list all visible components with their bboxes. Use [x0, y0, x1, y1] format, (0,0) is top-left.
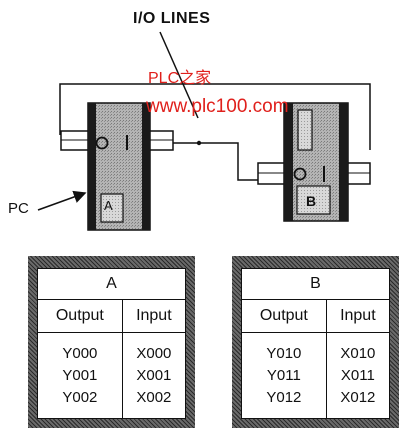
- network-diagram: [37, 31, 371, 231]
- table-b-output-header: Output: [241, 299, 327, 333]
- table-b-input-cell: X011: [340, 366, 375, 384]
- module-a-switch-off-icon: [95, 136, 109, 150]
- table-a-output-cell: Y001: [62, 366, 98, 384]
- module-a: [87, 102, 151, 231]
- table-a-input-cell: X002: [136, 388, 172, 406]
- table-a-title: A: [37, 268, 186, 300]
- table-a-output-cell: Y002: [62, 388, 98, 406]
- watermark-name: PLC之家: [148, 70, 212, 87]
- table-a-output-cell: Y000: [62, 344, 98, 362]
- pc-pointer: [37, 190, 87, 211]
- table-a-inputs: X000 X001 X002: [121, 332, 187, 419]
- table-b-outputs: Y010 Y011 Y012: [241, 332, 327, 419]
- module-a-label: A: [104, 198, 113, 213]
- pc-label: PC: [8, 200, 29, 217]
- table-a-output-header: Output: [37, 299, 123, 333]
- table-b-inputs: X010 X011 X012: [325, 332, 391, 419]
- table-b-title: B: [241, 268, 390, 300]
- table-a-input-header: Input: [121, 299, 187, 333]
- module-b-label: B: [306, 193, 317, 209]
- table-a-frame: A Output Input Y000 Y001 Y002 X000 X001 …: [28, 256, 195, 428]
- table-b-output-cell: Y010: [266, 344, 302, 362]
- table-a-input-cell: X001: [136, 366, 172, 384]
- table-a-outputs: Y000 Y001 Y002: [37, 332, 123, 419]
- io-lines-label: I/O LINES: [133, 10, 211, 27]
- watermark-url: www.plc100.com: [146, 96, 289, 117]
- io-line-top: [59, 83, 371, 150]
- io-line-junction: [196, 140, 202, 146]
- io-line-middle: [150, 142, 262, 181]
- table-b-output-cell: Y011: [266, 366, 301, 384]
- table-b-input-cell: X012: [340, 388, 376, 406]
- module-b-switch-off-icon: [293, 167, 307, 181]
- table-b: B Output Input Y010 Y011 Y012 X010 X011 …: [241, 268, 391, 419]
- table-b-input-header: Input: [325, 299, 391, 333]
- table-a-input-cell: X000: [136, 344, 172, 362]
- table-b-output-cell: Y012: [266, 388, 302, 406]
- module-b: [283, 102, 349, 222]
- table-b-input-cell: X010: [340, 344, 376, 362]
- table-a: A Output Input Y000 Y001 Y002 X000 X001 …: [37, 268, 187, 419]
- table-b-frame: B Output Input Y010 Y011 Y012 X010 X011 …: [232, 256, 399, 428]
- io-lines-pointer: [159, 31, 199, 119]
